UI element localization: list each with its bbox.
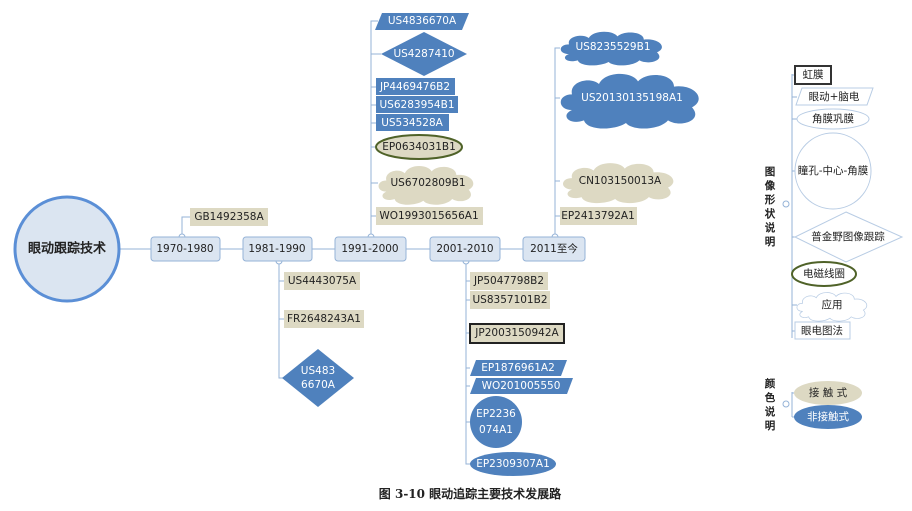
node-label: US483 [301, 365, 335, 377]
node-label: 说 [765, 405, 776, 418]
shape-legend: 图 像 形 状 说 明 虹膜 眼动+脑电 角膜巩膜 瞳孔-中心-角膜 普金野图像… [765, 65, 904, 340]
legend-iris: 虹膜 [794, 65, 832, 85]
node-label: US4836670A [388, 15, 457, 27]
legend-coil: 电磁线圈 [791, 261, 857, 287]
node-label: JP4469476B2 [379, 81, 450, 93]
patent-node[interactable]: EP2413792A1 [560, 207, 637, 225]
node-label: US6702809B1 [391, 177, 466, 189]
legend-eeg: 眼动+脑电 [795, 87, 874, 106]
legend-noncontact: 非接触式 [794, 405, 862, 429]
node-label: 普金野图像跟踪 [811, 230, 885, 243]
node-label: 明 [765, 420, 776, 432]
node-label: WO201005550 [482, 380, 561, 392]
node-label: US20130135198A1 [581, 92, 683, 104]
figure-caption: 图 3-10 眼动追踪主要技术发展路 [379, 486, 562, 501]
patent-node[interactable]: EP0634031B1 [375, 134, 463, 160]
patent-node[interactable]: US6283954B1 [376, 96, 458, 113]
node-label: 瞳孔-中心-角膜 [798, 164, 869, 177]
node-label: 1981-1990 [248, 243, 305, 255]
patent-node[interactable]: US6702809B1 [378, 166, 474, 205]
node-label: 颜 [765, 377, 776, 390]
node-label: EP2309307A1 [476, 458, 550, 470]
period-1970-1980[interactable]: 1970-1980 [150, 236, 221, 262]
patent-node[interactable]: US8235529B1 [560, 31, 662, 66]
node-label: US8235529B1 [576, 41, 651, 53]
patent-node[interactable]: GB1492358A [190, 208, 268, 226]
node-label: 说 [765, 221, 776, 234]
node-label: 2001-2010 [436, 243, 493, 255]
node-label: 明 [765, 236, 776, 248]
node-label: US8357101B2 [473, 294, 548, 306]
node-label: 角膜巩膜 [812, 113, 854, 125]
color-legend: 颜 色 说 明 接 触 式 非接触式 [765, 377, 862, 432]
node-label: 像 [765, 179, 776, 192]
shape-legend-title: 图 像 形 状 说 明 [765, 166, 776, 248]
root-label: 眼动跟踪技术 [28, 241, 106, 257]
patent-node[interactable]: EP2309307A1 [470, 452, 556, 476]
node-label: 眼动+脑电 [809, 90, 860, 103]
node-label: 074A1 [479, 424, 513, 436]
patent-node[interactable]: US4836670A [375, 13, 469, 30]
period-2011-now[interactable]: 2011至今 [522, 236, 586, 262]
node-label: EP2413792A1 [561, 210, 635, 222]
node-label: 2011至今 [530, 242, 578, 255]
node-label: 虹膜 [803, 69, 824, 81]
node-label: 形 [765, 194, 776, 206]
node-label: 电磁线圈 [803, 267, 845, 280]
node-label: EP2236 [476, 408, 516, 420]
patent-node[interactable]: US4287410 [381, 32, 467, 76]
patent-node[interactable]: WO201005550 [470, 378, 573, 394]
period-2001-2010[interactable]: 2001-2010 [429, 236, 501, 262]
legend-eog: 眼电图法 [794, 321, 851, 340]
node-label: EP0634031B1 [382, 141, 456, 153]
node-label: US534528A [381, 117, 443, 129]
legend-application: 应用 [796, 292, 868, 322]
node-label: US4287410 [393, 48, 454, 60]
patent-node[interactable]: US534528A [376, 114, 449, 131]
node-label: JP2003150942A [474, 327, 559, 339]
legend-pupil-cornea: 瞳孔-中心-角膜 [794, 132, 872, 210]
legend-cornea-sclera: 角膜巩膜 [796, 108, 870, 130]
node-label: 状 [765, 207, 776, 220]
node-label: 非接触式 [807, 410, 849, 423]
node-label: US4443075A [288, 275, 357, 287]
node-label: 眼电图法 [801, 324, 843, 337]
patent-node[interactable]: CN103150013A [563, 163, 674, 204]
patent-node[interactable]: US20130135198A1 [560, 73, 699, 129]
patent-node[interactable]: WO1993015656A1 [376, 207, 483, 225]
legend-purkinje: 普金野图像跟踪 [793, 211, 904, 263]
node-label: CN103150013A [579, 175, 662, 187]
legend-contact: 接 触 式 [794, 381, 862, 405]
node-label: EP1876961A2 [481, 362, 555, 374]
node-label: GB1492358A [194, 211, 264, 223]
patent-node[interactable]: US4443075A [284, 272, 360, 290]
node-label: US6283954B1 [380, 99, 455, 111]
node-label: 应用 [822, 298, 843, 311]
patent-node[interactable]: JP5047798B2 [470, 272, 548, 290]
node-label: JP5047798B2 [473, 275, 544, 287]
node-label: 1970-1980 [156, 243, 213, 255]
period-1981-1990[interactable]: 1981-1990 [242, 236, 313, 262]
node-label: 1991-2000 [341, 243, 398, 255]
patent-node[interactable]: US483 6670A [282, 349, 354, 407]
patent-node[interactable]: EP1876961A2 [470, 360, 567, 376]
timeline: 1970-1980 1981-1990 1991-2000 2001-2010 … [150, 236, 586, 262]
node-label: WO1993015656A1 [379, 210, 478, 222]
color-legend-title: 颜 色 说 明 [765, 377, 776, 432]
node-label: 色 [765, 391, 776, 404]
patent-node[interactable]: US8357101B2 [470, 291, 550, 309]
root-node[interactable]: 眼动跟踪技术 [13, 195, 121, 303]
period-1991-2000[interactable]: 1991-2000 [334, 236, 407, 262]
patent-node[interactable]: FR2648243A1 [284, 310, 364, 328]
patent-node[interactable]: EP2236 074A1 [470, 396, 522, 448]
node-label: 接 触 式 [809, 386, 848, 399]
node-label: 图 [765, 166, 776, 178]
patent-node[interactable]: JP2003150942A [469, 323, 565, 344]
node-label: FR2648243A1 [287, 313, 361, 325]
patent-node[interactable]: JP4469476B2 [376, 78, 455, 95]
node-label: 6670A [301, 379, 336, 391]
